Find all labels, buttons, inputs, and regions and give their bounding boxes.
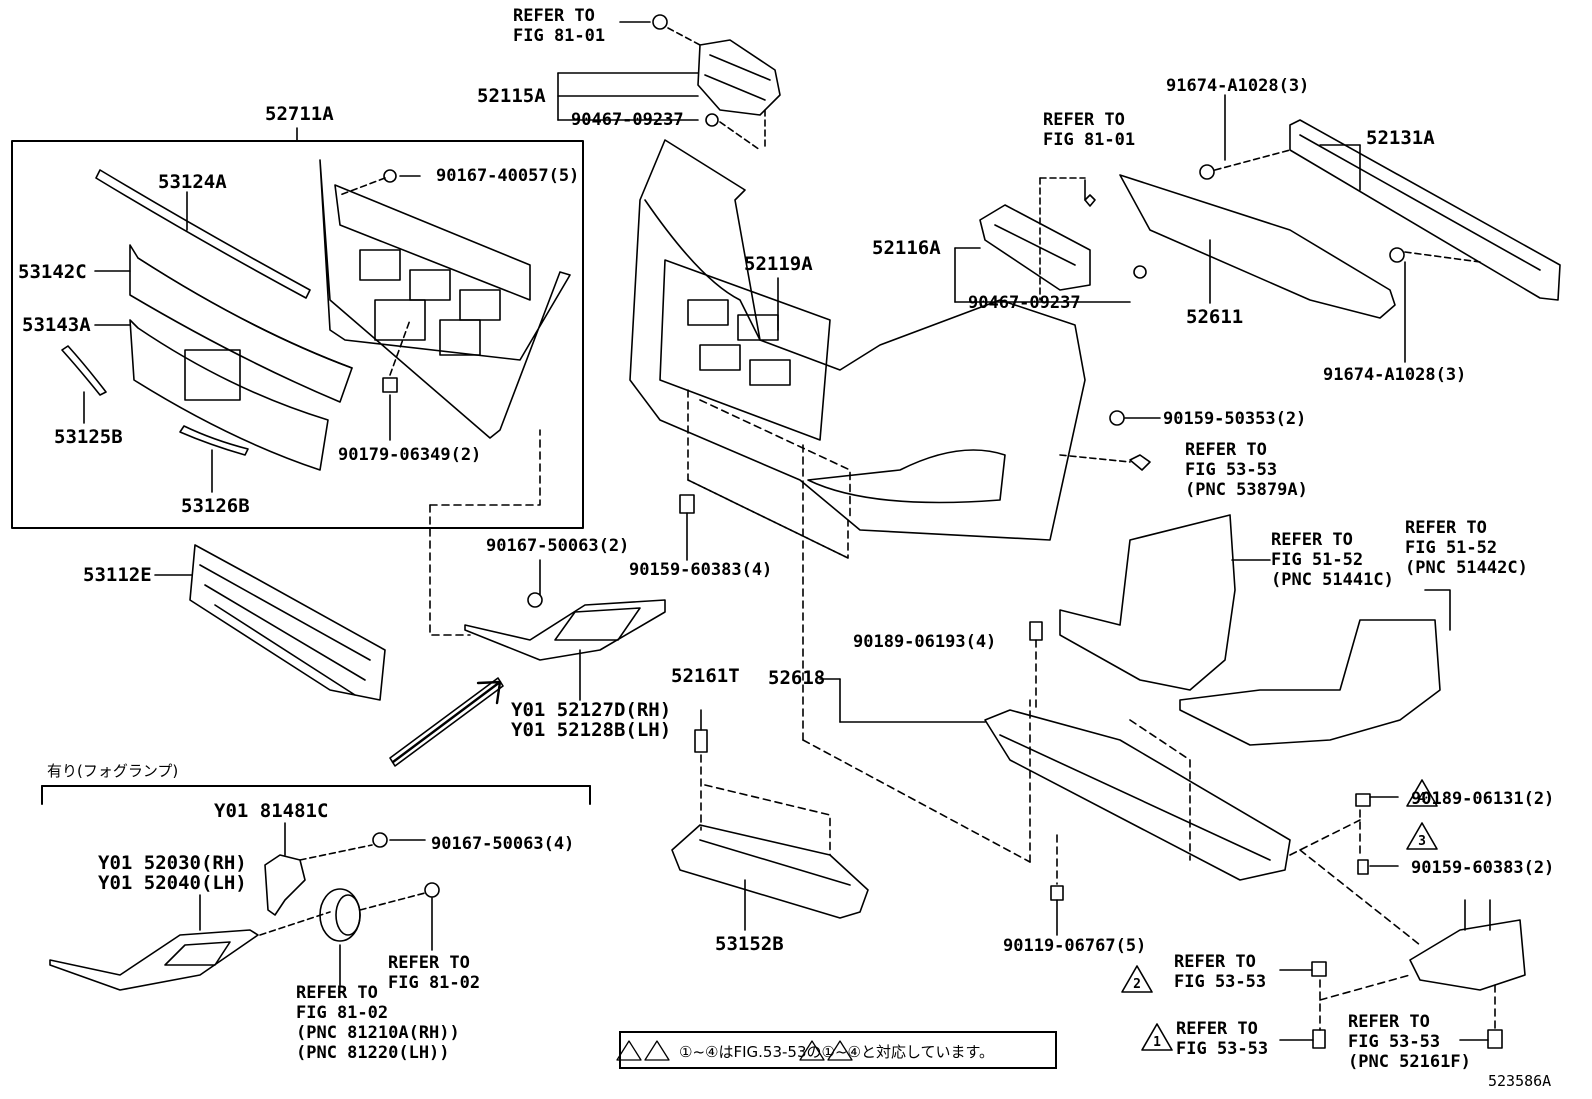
part-90189-06193: 90189-06193(4)	[853, 632, 997, 652]
cover-53152B	[671, 824, 869, 919]
part-81481C: Y01 81481C	[214, 800, 329, 822]
direction-arrow	[391, 680, 502, 764]
part-90159-50353: 90159-50353(2)	[1163, 409, 1307, 429]
undercover-51441C	[1059, 514, 1236, 691]
triangle-label-4: 4	[1418, 791, 1426, 806]
refer-fig-53-53-pnc: REFER TO FIG 53-53 (PNC 53879A)	[1185, 440, 1308, 500]
part-90159-60383-4: 90159-60383(4)	[629, 560, 773, 580]
part-52611: 52611	[1186, 306, 1244, 328]
triangle-note-box: ①~④はFIG.53-53の①~④と対応しています。	[619, 1031, 1057, 1069]
part-90167-40057: 90167-40057(5)	[436, 166, 580, 186]
figure-id: 523586A	[1488, 1072, 1552, 1090]
refer-fig-81-01-top: REFER TO FIG 81-01	[513, 6, 606, 46]
part-52127D: Y01 52127D(RH) Y01 52128B(LH)	[511, 699, 672, 741]
refer-fig-51-52-b: REFER TO FIG 51-52 (PNC 51442C)	[1405, 518, 1528, 578]
bracket-52116A	[979, 204, 1091, 291]
triangle-label-1: 1	[1153, 1035, 1161, 1050]
part-52030: Y01 52030(RH) Y01 52040(LH)	[98, 852, 247, 894]
strip-53126B	[179, 425, 249, 456]
bracket-81481C	[264, 854, 306, 916]
bracket-52115A	[697, 39, 781, 116]
refer-fig-53-53-c: REFER TO FIG 53-53 (PNC 52161F)	[1348, 1012, 1471, 1072]
triangle-label-3: 3	[1418, 834, 1426, 849]
strip-53125B	[61, 345, 107, 396]
grille-panel-53142C	[129, 244, 353, 403]
part-52131A: 52131A	[1366, 127, 1435, 149]
part-53112E: 53112E	[83, 564, 152, 586]
part-90159-60383-2: 90159-60383(2)	[1411, 858, 1555, 878]
part-90467-top: 90467-09237	[571, 110, 684, 130]
part-52161T: 52161T	[671, 665, 740, 687]
plate-53143A	[129, 319, 329, 471]
part-53143A: 53143A	[22, 314, 91, 336]
part-52711A: 52711A	[265, 103, 334, 125]
grille-group-box	[11, 140, 584, 529]
grille-frame-52711A	[319, 159, 571, 439]
part-53126B: 53126B	[181, 495, 250, 517]
part-90167-50063-4: 90167-50063(4)	[431, 834, 575, 854]
part-53125B: 53125B	[54, 426, 123, 448]
part-53152B: 53152B	[715, 933, 784, 955]
bumper-cover-52119A	[629, 139, 1086, 541]
part-90167-50063-2: 90167-50063(2)	[486, 536, 630, 556]
refer-fig-81-01-mid: REFER TO FIG 81-01	[1043, 110, 1136, 150]
molding-53124A	[95, 169, 311, 299]
absorber-52611	[1119, 174, 1396, 319]
fog-lamp-header: 有り(フォグランプ)	[47, 762, 179, 780]
triangle-label-2: 2	[1133, 977, 1141, 992]
refer-fig-53-53-b: REFER TO FIG 53-53	[1176, 1019, 1269, 1059]
undercover-52618	[984, 709, 1291, 881]
part-52119A: 52119A	[744, 253, 813, 275]
refer-fig-53-53-a: REFER TO FIG 53-53	[1174, 952, 1267, 992]
refer-fig-51-52-a: REFER TO FIG 51-52 (PNC 51441C)	[1271, 530, 1394, 590]
part-52116A: 52116A	[872, 237, 941, 259]
part-90189-06131: 90189-06131(2)	[1411, 789, 1555, 809]
reinforcement-52131A	[1289, 119, 1561, 301]
part-90467-mid: 90467-09237	[968, 293, 1081, 313]
bracket-lower-right	[1409, 919, 1526, 991]
undercover-51442C	[1179, 619, 1441, 746]
part-91674-top: 91674-A1028(3)	[1166, 76, 1310, 96]
part-53124A: 53124A	[158, 171, 227, 193]
part-90119: 90119-06767(5)	[1003, 936, 1147, 956]
fog-bezel-52030	[49, 929, 259, 991]
part-90179: 90179-06349(2)	[338, 445, 482, 465]
refer-fig-81-02-b: REFER TO FIG 81-02 (PNC 81210A(RH)) (PNC…	[296, 983, 460, 1063]
part-52115A: 52115A	[477, 85, 546, 107]
part-91674-bot: 91674-A1028(3)	[1323, 365, 1467, 385]
triangle-note-text: ①~④はFIG.53-53の①~④と対応しています。	[679, 1043, 995, 1061]
refer-fig-81-02-a: REFER TO FIG 81-02	[388, 953, 481, 993]
fog-cover-52127D	[464, 599, 666, 661]
part-53142C: 53142C	[18, 261, 87, 283]
lower-grille-53112E	[189, 544, 386, 701]
part-52618: 52618	[768, 667, 826, 689]
